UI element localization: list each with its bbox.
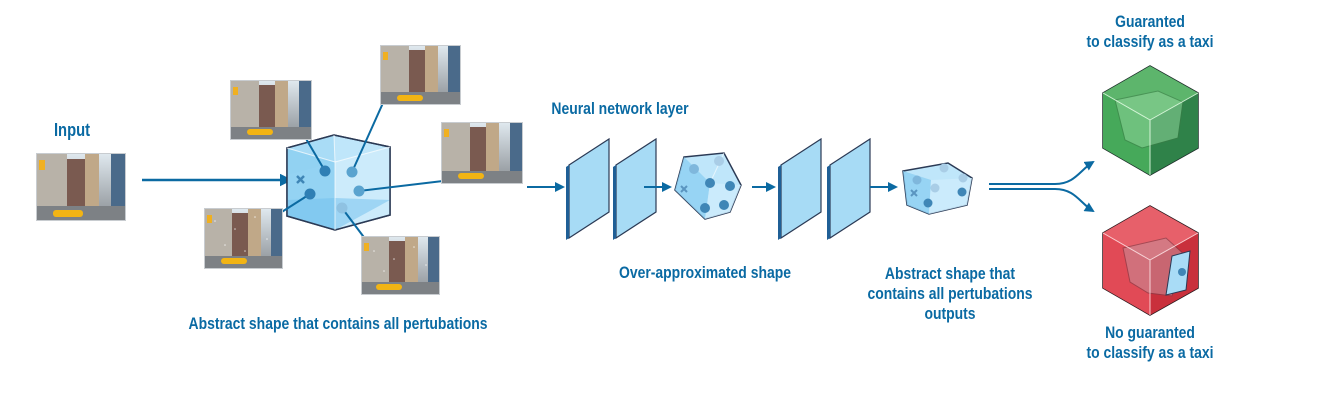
perturbed-image-3 — [441, 122, 523, 184]
over-approximated-shape — [674, 152, 742, 220]
guaranteed-label-line-1: Guaranted — [1115, 12, 1185, 31]
split-arrow — [989, 160, 1095, 213]
guaranteed-label: Guaranted to classify as a taxi — [1060, 12, 1240, 52]
nn-layer-2a — [778, 137, 822, 240]
perturbed-image-5 — [361, 236, 440, 295]
output-shape-label-line-2: contains all pertubations — [867, 284, 1033, 303]
output-shape-label-line-1: Abstract shape that — [884, 264, 1016, 283]
perturbed-image-1 — [230, 80, 312, 140]
not-guaranteed-label: No guaranted to classify as a taxi — [1060, 323, 1240, 363]
output-shape-label-line-3: outputs — [924, 304, 976, 323]
guaranteed-cube — [1102, 65, 1199, 176]
nn-layer-1b — [613, 137, 657, 240]
over-approx-label: Over-approximated shape — [619, 263, 791, 282]
not-guaranteed-cube — [1102, 205, 1199, 316]
perturbed-image-2 — [380, 45, 461, 105]
perturbed-image-4 — [204, 208, 283, 269]
input-label: Input — [53, 120, 91, 140]
not-guaranteed-label-line-2: to classify as a taxi — [1086, 343, 1214, 362]
output-shape-label: Abstract shape that contains all pertuba… — [840, 264, 1060, 324]
nn-layer-label: Neural network layer — [551, 99, 689, 118]
nn-layer-2b — [827, 137, 871, 240]
not-guaranteed-label-line-1: No guaranted — [1105, 323, 1195, 342]
original-input-x-icon — [296, 175, 305, 184]
perturbation-points — [304, 165, 365, 214]
abstract-shape-label: Abstract shape that contains all pertuba… — [188, 314, 488, 333]
input-image — [36, 153, 126, 221]
guaranteed-label-line-2: to classify as a taxi — [1086, 32, 1214, 51]
perturbation-connectors — [276, 102, 444, 241]
nn-layer-1a — [566, 137, 610, 240]
output-abstract-shape — [902, 162, 973, 215]
